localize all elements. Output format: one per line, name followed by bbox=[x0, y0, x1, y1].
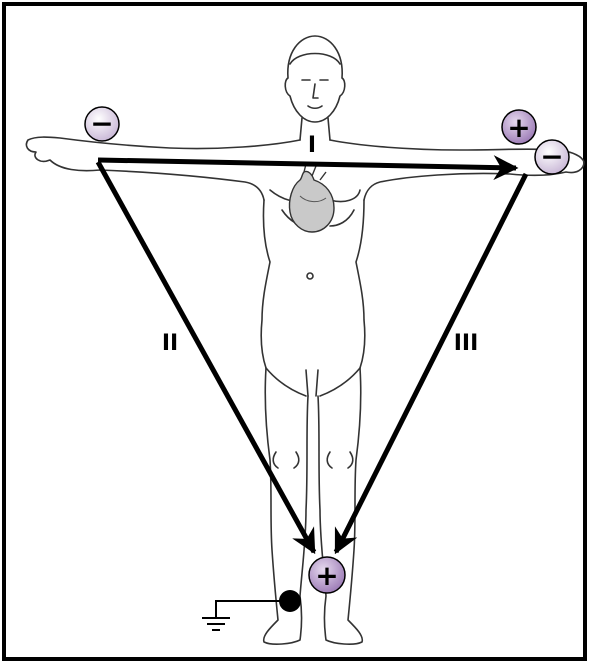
left-arm-positive-electrode: + bbox=[502, 110, 536, 144]
right-arm-electrode-sign: − bbox=[90, 107, 113, 140]
left-arm-negative-sign: − bbox=[540, 140, 563, 173]
left-leg-electrode: + bbox=[309, 557, 345, 593]
left-arm-positive-sign: + bbox=[507, 111, 530, 144]
lead-i-label: I bbox=[308, 133, 316, 158]
left-leg-electrode-sign: + bbox=[315, 559, 338, 592]
lead-iii-label: III bbox=[454, 331, 479, 356]
lead-ii-label: II bbox=[162, 331, 178, 356]
right-arm-electrode: − bbox=[85, 107, 119, 141]
frame-border bbox=[4, 4, 585, 659]
left-arm-negative-electrode: − bbox=[535, 140, 569, 174]
